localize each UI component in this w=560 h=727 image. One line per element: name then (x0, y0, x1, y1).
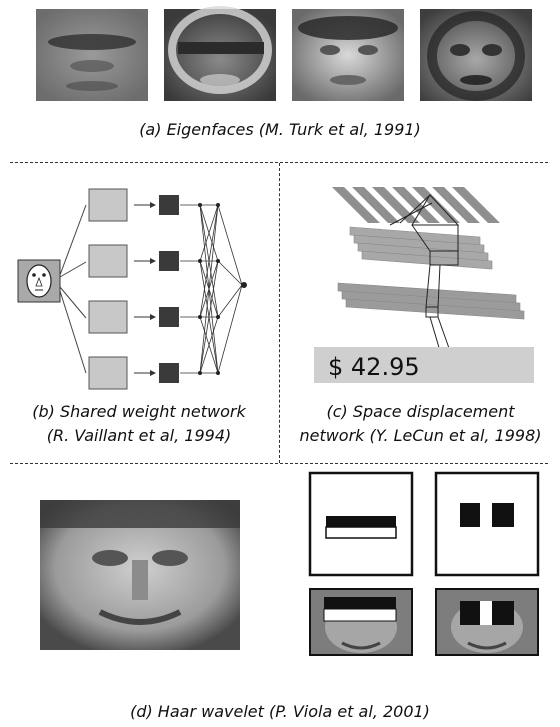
feature-map-column-2 (159, 195, 179, 383)
network-nodes (198, 203, 247, 375)
eigenface-image-1 (36, 9, 148, 101)
eigenface-image-3 (292, 9, 404, 101)
middle-layers (349, 226, 493, 270)
caption-c-line2: network (Y. LeCun et al, 1998) (299, 426, 542, 445)
caption-b-line2: (R. Vaillant et al, 1994) (46, 426, 232, 445)
caption-c-line1: (c) Space displacement (326, 402, 515, 421)
separator-top (10, 162, 548, 163)
haar-face-horizontal (309, 588, 413, 656)
haar-feature-horizontal (308, 471, 414, 577)
box-arrows (134, 204, 150, 374)
eigenfaces-row (36, 6, 532, 101)
feature-map-column-1 (88, 188, 128, 390)
caption-a: (a) Eigenfaces (M. Turk et al, 1991) (139, 120, 421, 139)
input-strip (314, 347, 534, 383)
lower-layers (337, 282, 525, 320)
space-displacement-network-diagram: $ 42.95 (314, 187, 534, 383)
haar-features-grid (308, 471, 540, 656)
haar-feature-vertical (434, 471, 540, 577)
fully-connected-lines (180, 204, 243, 374)
input-text: $ 42.95 (328, 353, 420, 381)
eigenface-image-4 (420, 9, 532, 101)
caption-d: (d) Haar wavelet (P. Viola et al, 2001) (130, 702, 430, 721)
eigenface-image-2 (164, 6, 276, 101)
arrow-heads (150, 202, 156, 376)
separator-middle (10, 463, 548, 464)
haar-face-vertical (435, 588, 539, 656)
input-arrows (59, 204, 87, 374)
separator-vertical (279, 163, 280, 463)
shared-weight-network-diagram (17, 188, 247, 390)
input-face-image (17, 259, 61, 303)
receptive-field-lines (389, 194, 460, 362)
caption-b-line1: (b) Shared weight network (32, 402, 246, 421)
haar-face-image (40, 500, 240, 650)
